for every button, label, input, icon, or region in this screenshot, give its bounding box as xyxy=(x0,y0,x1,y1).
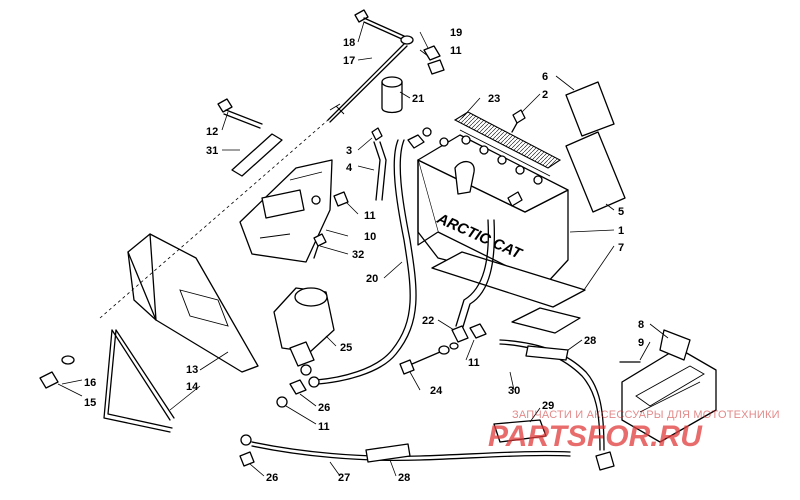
watermark-caption: ЗАПЧАСТИ И АКСЕССУАРЫ ДЛЯ МОТОТЕХНИКИ xyxy=(512,409,780,421)
callout-13: 13 xyxy=(186,364,198,376)
leader-lines xyxy=(57,21,669,477)
callout-5: 5 xyxy=(618,206,624,218)
battery: ARCTIC CAT xyxy=(407,111,586,334)
callout-8: 8 xyxy=(638,319,644,331)
callout-20: 20 xyxy=(366,273,378,285)
callout-25: 25 xyxy=(340,342,352,354)
battery-cover xyxy=(127,233,259,373)
callout-26-upper: 26 xyxy=(318,402,330,414)
callout-15: 15 xyxy=(84,397,96,409)
callout-24: 24 xyxy=(430,385,443,397)
negative-cable xyxy=(451,219,496,343)
callout-11-ground: 11 xyxy=(468,357,480,369)
callout-4: 4 xyxy=(346,162,353,174)
callout-14: 14 xyxy=(186,381,199,393)
relay-bracket xyxy=(619,329,717,443)
callout-11-lower: 11 xyxy=(318,421,330,433)
strap-fasteners xyxy=(39,355,75,389)
callout-12: 12 xyxy=(206,126,218,138)
starter-cable xyxy=(239,419,615,471)
callout-21: 21 xyxy=(412,93,424,105)
battery-pads xyxy=(565,81,626,213)
battery-bracket xyxy=(239,159,349,263)
watermark: ЗАПЧАСТИ И АКСЕССУАРЫ ДЛЯ МОТОТЕХНИКИ PA… xyxy=(488,409,780,453)
callout-labels: 18 17 19 11 6 2 21 23 12 31 3 4 5 1 7 11… xyxy=(84,27,644,484)
callout-19: 19 xyxy=(450,27,462,39)
top-nut xyxy=(423,45,445,75)
callout-6: 6 xyxy=(542,71,548,83)
bolt-and-strap xyxy=(217,98,283,177)
callout-17: 17 xyxy=(343,55,355,67)
callout-16: 16 xyxy=(84,377,96,389)
ground-nut xyxy=(469,323,487,339)
callout-10: 10 xyxy=(364,231,376,243)
breather-hose xyxy=(371,127,387,201)
callout-27: 27 xyxy=(338,472,350,484)
callout-26-lower: 26 xyxy=(266,472,278,484)
positive-cable xyxy=(308,139,417,388)
callout-28-lower: 28 xyxy=(398,472,410,484)
callout-32: 32 xyxy=(352,249,364,261)
callout-7: 7 xyxy=(618,242,624,254)
callout-3: 3 xyxy=(346,145,352,157)
callout-30: 30 xyxy=(508,385,520,397)
callout-11-bracket: 11 xyxy=(364,210,376,222)
battery-strap xyxy=(103,329,175,433)
vent-tube xyxy=(381,76,403,114)
solenoid-cable xyxy=(499,339,605,451)
terminal-screw xyxy=(511,109,526,133)
ground-bolt xyxy=(399,342,459,375)
starter-solenoid xyxy=(273,287,335,376)
callout-18: 18 xyxy=(343,37,355,49)
callout-9: 9 xyxy=(638,337,644,349)
callout-29: 29 xyxy=(542,400,554,412)
callout-2: 2 xyxy=(542,89,548,101)
callout-28-right: 28 xyxy=(584,335,596,347)
callout-23: 23 xyxy=(488,93,500,105)
callout-31: 31 xyxy=(206,145,218,157)
hold-down-rod xyxy=(327,9,414,123)
callout-22: 22 xyxy=(422,315,434,327)
callout-11-top: 11 xyxy=(450,45,462,57)
solenoid-nuts xyxy=(276,379,307,408)
callout-1: 1 xyxy=(618,225,624,237)
watermark-logo: PARTSFOR.RU xyxy=(488,420,703,453)
